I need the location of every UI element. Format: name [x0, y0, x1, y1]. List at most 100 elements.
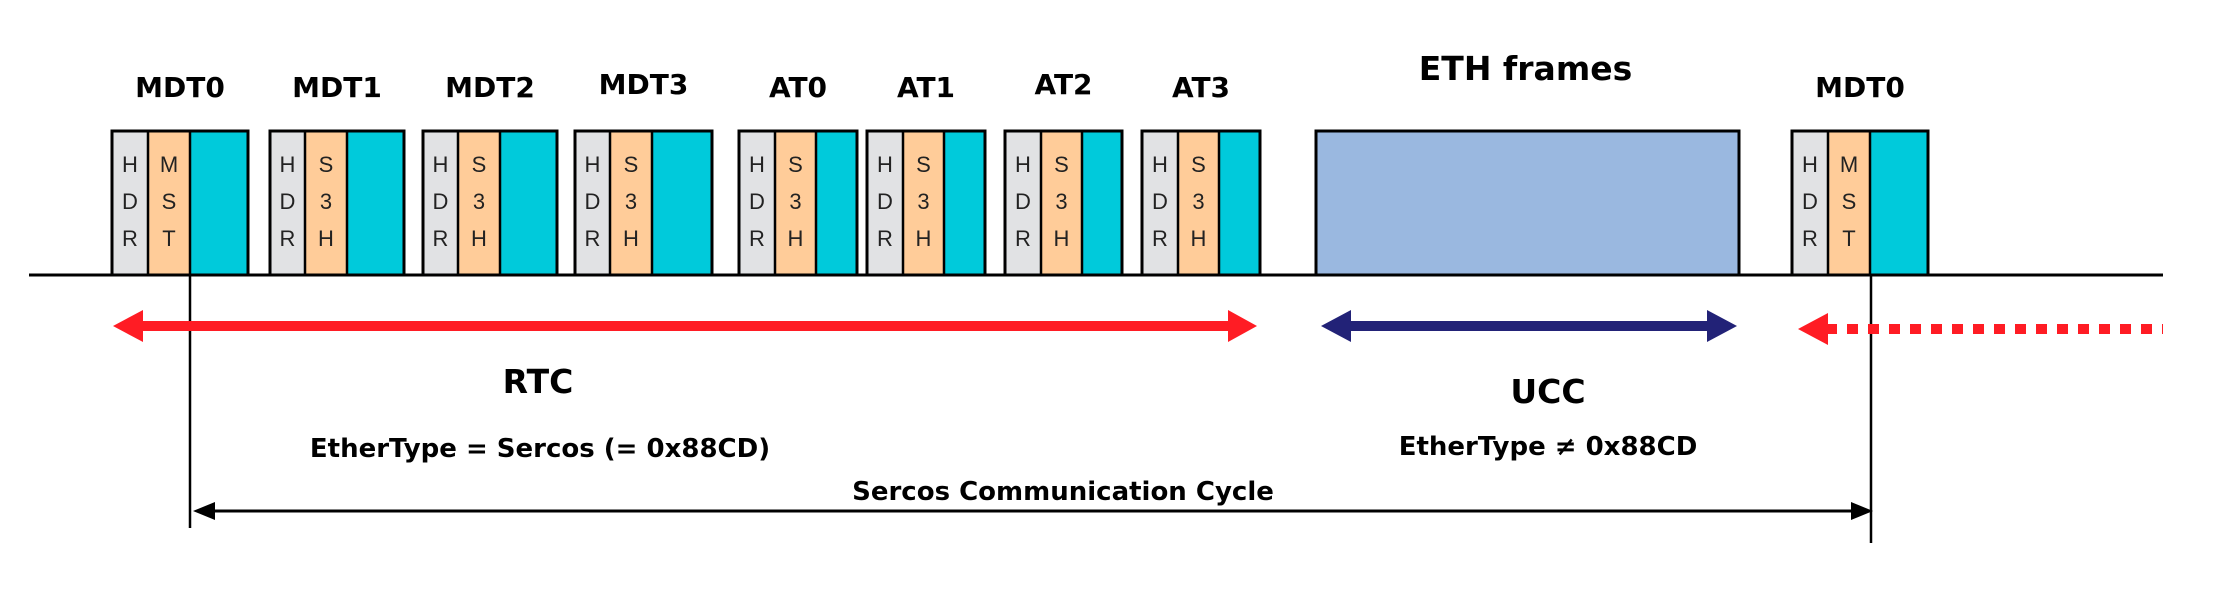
- service-letter: 3: [473, 189, 485, 214]
- service-letter: S: [1191, 152, 1206, 177]
- eth-frames-rect: [1314, 129, 1741, 277]
- frame-border: [1790, 129, 1930, 277]
- cycle-duration-arrow: [193, 502, 1873, 520]
- hdr-field: [112, 131, 148, 275]
- cycle-label: Sercos Communication Cycle: [852, 477, 1274, 507]
- frame-label: AT3: [1172, 71, 1230, 104]
- hdr-field: [423, 131, 458, 275]
- service-letter: S: [162, 189, 177, 214]
- service-letter: M: [1840, 152, 1858, 177]
- frame-label: MDT0: [135, 71, 225, 104]
- hdr-letter: H: [1152, 152, 1168, 177]
- frame-border: [268, 129, 406, 277]
- hdr-letter: R: [1152, 226, 1168, 251]
- data-field: [944, 131, 985, 275]
- eth-frames-label: ETH frames: [1419, 49, 1632, 88]
- data-field: [816, 131, 857, 275]
- cycle-arrowhead-left: [193, 502, 215, 520]
- hdr-field: [1792, 131, 1828, 275]
- frame-label: MDT0: [1815, 71, 1905, 104]
- data-field: [1219, 131, 1260, 275]
- hdr-field: [575, 131, 610, 275]
- service-letter: S: [319, 152, 334, 177]
- service-letter: T: [162, 226, 175, 251]
- service-field: [775, 131, 816, 275]
- service-field: [1828, 131, 1870, 275]
- data-field: [500, 131, 557, 275]
- hdr-letter: R: [585, 226, 601, 251]
- frame-border: [421, 129, 559, 277]
- service-letter: H: [1054, 226, 1070, 251]
- hdr-letter: D: [433, 189, 449, 214]
- frame-label: MDT3: [599, 68, 689, 101]
- service-field: [610, 131, 652, 275]
- ucc-ethertype-label: EtherType ≠ 0x88CD: [1399, 432, 1698, 462]
- service-letter: S: [1842, 189, 1857, 214]
- service-field: [148, 131, 190, 275]
- service-letter: S: [624, 152, 639, 177]
- hdr-letter: D: [585, 189, 601, 214]
- frames-group: HDRMSTMDT0HDRS3HMDT1HDRS3HMDT2HDRS3HMDT3…: [110, 49, 1930, 277]
- service-letter: S: [788, 152, 803, 177]
- hdr-letter: R: [877, 226, 893, 251]
- hdr-letter: R: [1015, 226, 1031, 251]
- service-field: [305, 131, 347, 275]
- hdr-letter: H: [433, 152, 449, 177]
- hdr-letter: R: [122, 226, 138, 251]
- hdr-letter: D: [122, 189, 138, 214]
- ucc-arrow: [1321, 310, 1737, 342]
- service-letter: 3: [1055, 189, 1067, 214]
- hdr-field: [270, 131, 305, 275]
- hdr-letter: H: [280, 152, 296, 177]
- service-letter: H: [471, 226, 487, 251]
- frame-label: AT1: [897, 71, 955, 104]
- data-field: [1870, 131, 1928, 275]
- service-letter: T: [1842, 226, 1855, 251]
- hdr-letter: H: [1802, 152, 1818, 177]
- hdr-letter: D: [280, 189, 296, 214]
- hdr-field: [1005, 131, 1041, 275]
- service-field: [903, 131, 944, 275]
- service-letter: 3: [1192, 189, 1204, 214]
- frame-border: [1140, 129, 1262, 277]
- cycle-arrowhead-right: [1851, 502, 1873, 520]
- hdr-letter: D: [1015, 189, 1031, 214]
- hdr-letter: H: [585, 152, 601, 177]
- ucc-label: UCC: [1510, 372, 1585, 411]
- service-letter: S: [916, 152, 931, 177]
- frame-label: AT0: [769, 71, 827, 104]
- data-field: [190, 131, 248, 275]
- hdr-letter: R: [433, 226, 449, 251]
- frame-border: [865, 129, 987, 277]
- frame-border: [737, 129, 859, 277]
- service-letter: 3: [917, 189, 929, 214]
- data-field: [652, 131, 712, 275]
- hdr-letter: D: [749, 189, 765, 214]
- hdr-letter: R: [280, 226, 296, 251]
- frame-label: AT2: [1034, 68, 1092, 101]
- frame-border: [110, 129, 250, 277]
- service-letter: 3: [789, 189, 801, 214]
- service-letter: H: [623, 226, 639, 251]
- service-letter: 3: [625, 189, 637, 214]
- hdr-field: [1142, 131, 1178, 275]
- service-letter: S: [472, 152, 487, 177]
- data-field: [1082, 131, 1122, 275]
- hdr-letter: D: [877, 189, 893, 214]
- service-field: [458, 131, 500, 275]
- rtc-label: RTC: [503, 362, 574, 401]
- hdr-letter: H: [749, 152, 765, 177]
- hdr-letter: R: [749, 226, 765, 251]
- frame-border: [1003, 129, 1124, 277]
- service-letter: 3: [320, 189, 332, 214]
- rtc-arrow: [113, 310, 1257, 342]
- hdr-letter: D: [1802, 189, 1818, 214]
- eth-frames-block: ETH frames: [1314, 49, 1741, 277]
